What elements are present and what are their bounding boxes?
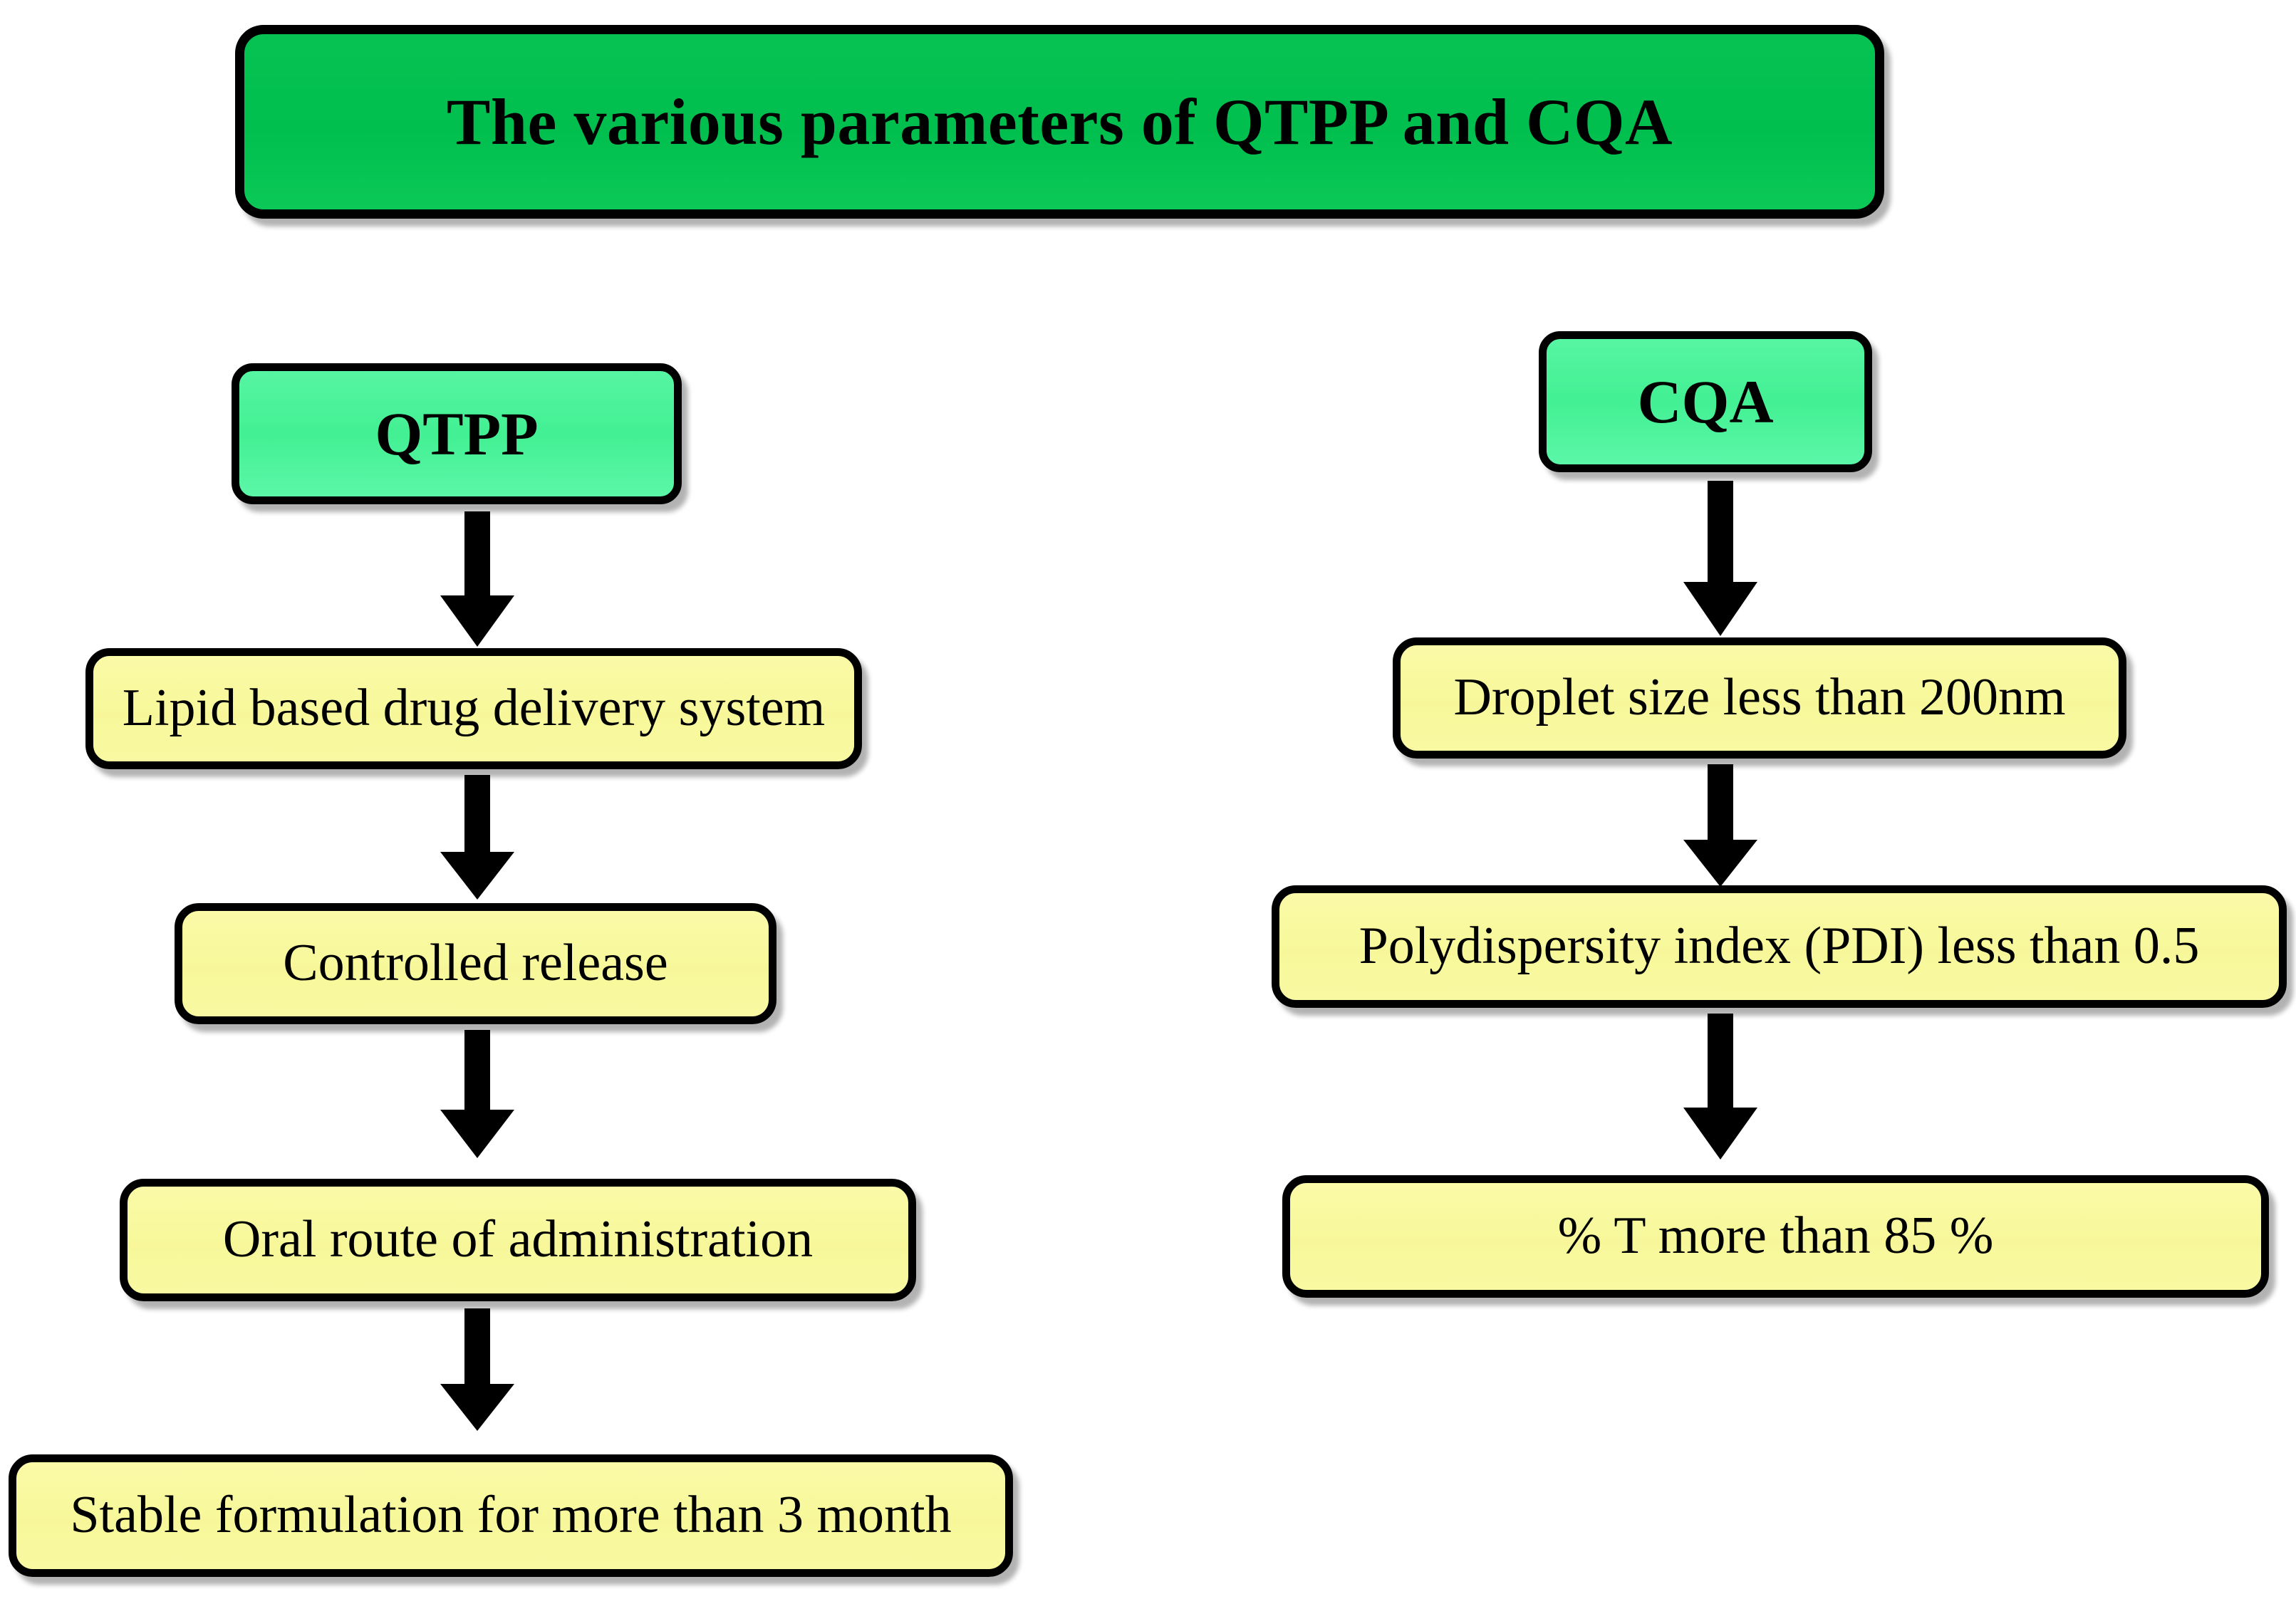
- branch-header-qtpp-label: QTPP: [375, 399, 539, 468]
- qtpp-step-3: Oral route of administration: [120, 1179, 916, 1301]
- arrow-cqa-step1-to-step2: [1671, 764, 1770, 887]
- diagram-title-box: The various parameters of QTPP and CQA: [235, 25, 1884, 219]
- branch-header-qtpp: QTPP: [232, 363, 682, 504]
- cqa-step-3: % T more than 85 %: [1282, 1175, 2269, 1298]
- arrow-qtpp-step1-to-step2: [427, 775, 527, 900]
- cqa-step-2: Polydispersity index (PDI) less than 0.5: [1272, 885, 2287, 1008]
- cqa-step-2-label: Polydispersity index (PDI) less than 0.5: [1359, 917, 2200, 976]
- qtpp-step-2: Controlled release: [175, 903, 776, 1024]
- qtpp-step-2-label: Controlled release: [283, 934, 668, 993]
- arrow-cqa-step2-to-step3: [1671, 1014, 1770, 1160]
- qtpp-step-3-label: Oral route of administration: [222, 1210, 814, 1269]
- arrow-qtpp-step3-to-step4: [427, 1308, 527, 1431]
- branch-header-cqa-label: CQA: [1637, 367, 1774, 436]
- cqa-step-3-label: % T more than 85 %: [1557, 1207, 1994, 1266]
- arrow-cqa-to-step1: [1671, 481, 1770, 636]
- arrow-qtpp-to-step1: [427, 511, 527, 647]
- cqa-step-1-label: Droplet size less than 200nm: [1453, 668, 2066, 727]
- arrow-qtpp-step2-to-step3: [427, 1030, 527, 1158]
- cqa-step-1: Droplet size less than 200nm: [1393, 637, 2126, 759]
- branch-header-cqa: CQA: [1539, 331, 1872, 472]
- qtpp-step-1-label: Lipid based drug delivery system: [122, 679, 826, 738]
- page-title: The various parameters of QTPP and CQA: [447, 85, 1673, 158]
- qtpp-step-4-label: Stable formulation for more than 3 month: [70, 1486, 952, 1545]
- qtpp-step-1: Lipid based drug delivery system: [85, 648, 862, 769]
- qtpp-step-4: Stable formulation for more than 3 month: [9, 1454, 1013, 1577]
